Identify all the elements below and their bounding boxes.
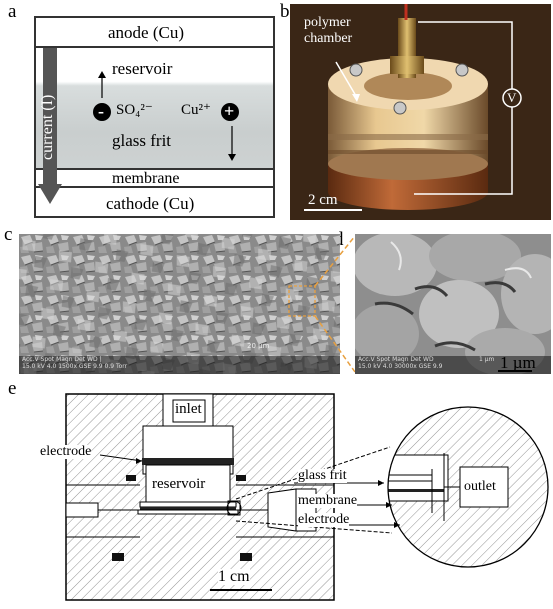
electrode-top-label: electrode — [40, 444, 92, 459]
sem-scale-label-c: 20 µm — [247, 342, 270, 350]
electrode-bottom-label: electrode — [298, 512, 350, 527]
glass-frit-label: glass frit — [112, 131, 172, 150]
sem-scale-bar-d — [498, 370, 532, 372]
sem-scale-label-d: 1 µm — [500, 353, 536, 372]
reservoir-label-e: reservoir — [152, 476, 206, 492]
anion-label: SO₄²⁻ — [116, 102, 153, 118]
zoom-box — [288, 285, 316, 317]
anion-circle — [93, 103, 111, 121]
membrane-label: membrane — [112, 170, 180, 187]
membrane-layer — [36, 168, 273, 188]
sem-info-d-line2: 15.0 kV 4.0 30000x GSE 9.9 — [358, 362, 443, 370]
sem-scale-small-d: 1 µm — [479, 356, 495, 363]
polymer-chamber-label-1: polymer — [304, 15, 351, 30]
current-arrow-shaft — [43, 48, 57, 186]
sem-image-low-mag: Acc.V Spot Magn Det WD | 15.0 kV 4.0 150… — [19, 234, 340, 374]
outlet-label: outlet — [464, 479, 496, 494]
voltmeter-label: V — [507, 90, 517, 105]
device-photo-drawing — [290, 4, 551, 220]
photo-scale-label: 2 cm — [308, 192, 338, 208]
sem-info-c-line1: Acc.V Spot Magn Det WD | — [22, 356, 102, 363]
cation-sign: + — [224, 101, 235, 121]
sem-info-bar-c: Acc.V Spot Magn Det WD | 15.0 kV 4.0 150… — [19, 356, 340, 374]
cross-section-drawing: inlet electrode reservoir glass frit mem… — [40, 393, 553, 609]
anode-label: anode (Cu) — [108, 23, 185, 42]
sem-image-high-mag: Acc.V Spot Magn Det WD 15.0 kV 4.0 30000… — [355, 234, 551, 374]
panel-label-e: e — [8, 378, 17, 399]
sem-info-d-line1: Acc.V Spot Magn Det WD — [358, 356, 434, 363]
cell-schematic-arrows — [38, 48, 239, 204]
cation-circle — [221, 103, 239, 121]
cell-schematic: anode (Cu) reservoir current (I) - SO₄²⁻… — [34, 16, 275, 218]
cross-section-scale-label: 1 cm — [218, 568, 250, 585]
sem-texture-c — [19, 234, 340, 374]
panel-label-b: b — [280, 1, 290, 22]
panel-label-a: a — [8, 1, 17, 22]
sem-info-c-line2: 15.0 kV 4.0 1500x GSE 9.9 0.9 Torr — [22, 362, 128, 370]
glass-frit-label-e: glass frit — [298, 468, 347, 483]
reservoir-label: reservoir — [112, 59, 173, 78]
cation-label: Cu²⁺ — [181, 102, 211, 118]
device-photo: polymer chamber V 2 cm — [290, 4, 551, 220]
polymer-chamber-label-2: chamber — [304, 31, 353, 46]
sem-info-bar-d: Acc.V Spot Magn Det WD 15.0 kV 4.0 30000… — [355, 356, 551, 374]
panel-label-c: c — [4, 224, 13, 245]
anion-sign: - — [98, 101, 104, 121]
cathode-label: cathode (Cu) — [106, 194, 195, 213]
inlet-label: inlet — [175, 401, 202, 417]
membrane-label-e: membrane — [298, 493, 358, 508]
current-arrow-head — [38, 184, 62, 204]
anode-layer — [36, 18, 273, 48]
cross-section-svg — [65, 393, 549, 601]
